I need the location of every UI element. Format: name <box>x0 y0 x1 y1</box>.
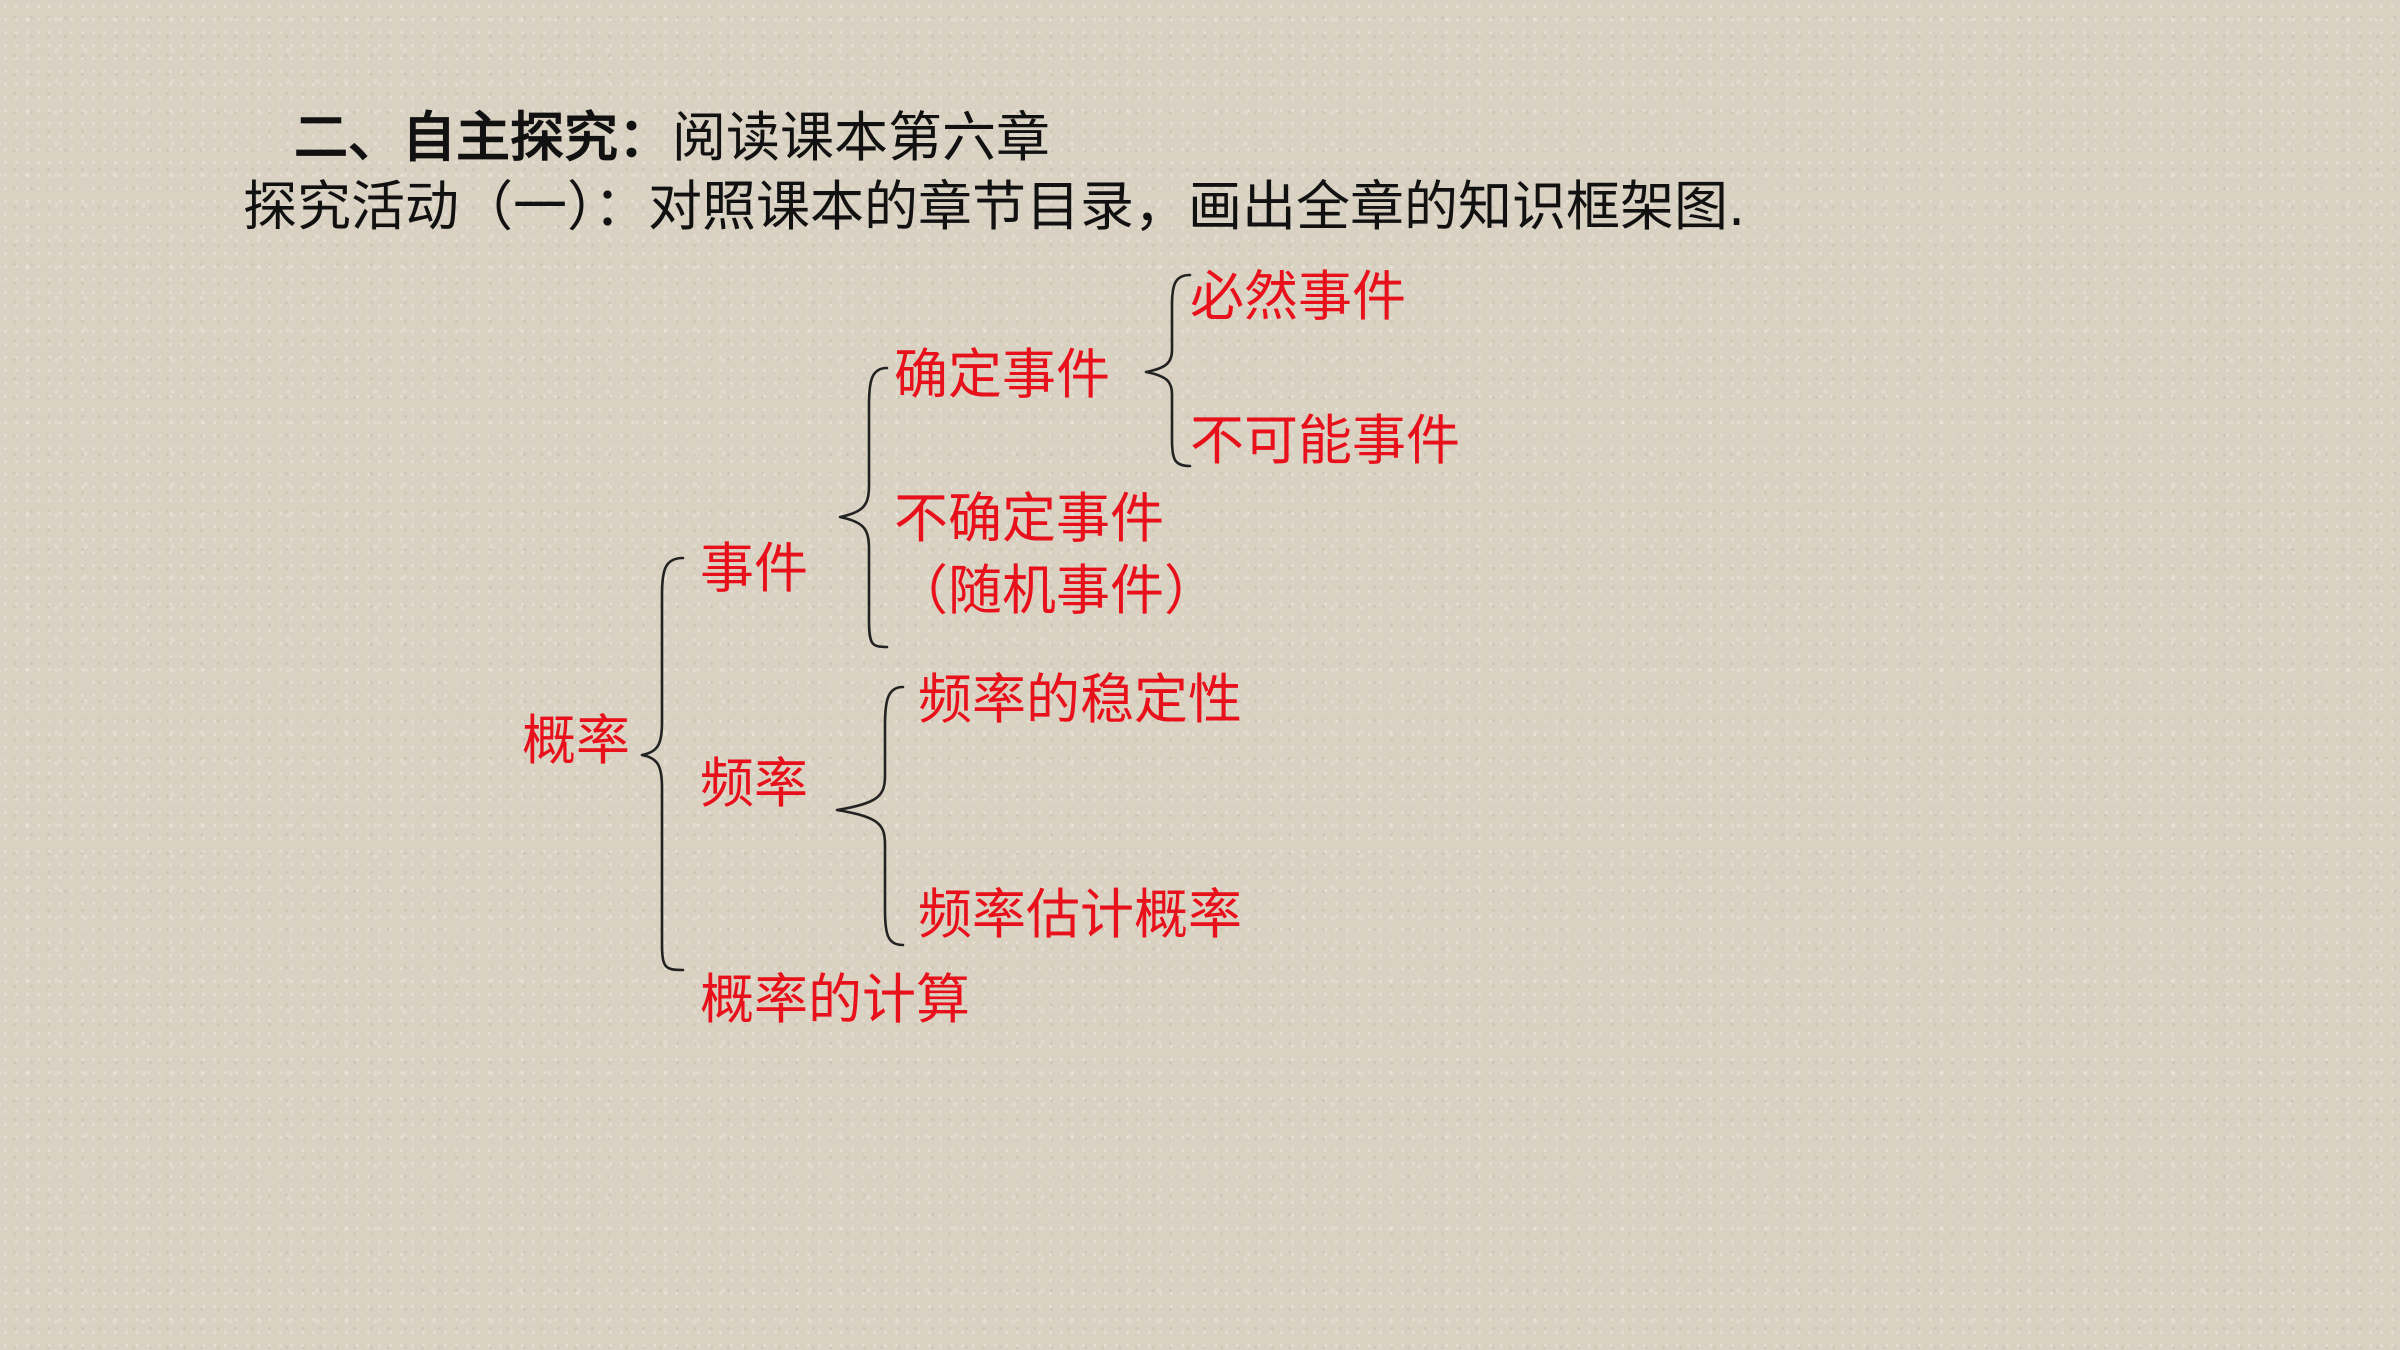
node-certain-event: 确定事件 <box>894 343 1110 406</box>
node-event: 事件 <box>700 537 808 600</box>
section-heading-rest: 阅读课本第六章 <box>672 106 1050 169</box>
node-probability-calculation: 概率的计算 <box>700 968 970 1031</box>
section-heading: 二、自主探究：阅读课本第六章 <box>294 111 1050 165</box>
brace-certain <box>1144 273 1192 468</box>
brace-root <box>640 556 685 972</box>
node-random-event: （随机事件） <box>894 559 1218 622</box>
section-heading-bold: 二、自主探究： <box>294 106 672 169</box>
node-inevitable-event: 必然事件 <box>1190 265 1406 328</box>
node-impossible-event: 不可能事件 <box>1190 409 1460 472</box>
node-uncertain-event: 不确定事件 <box>894 487 1164 550</box>
node-probability: 概率 <box>522 709 630 772</box>
activity-instruction: 探究活动（一）：对照课本的章节目录，画出全章的知识框架图. <box>243 175 1746 238</box>
brace-frequency <box>835 685 905 947</box>
node-frequency-stability: 频率的稳定性 <box>918 668 1242 731</box>
node-frequency-estimate: 频率估计概率 <box>918 883 1242 946</box>
brace-event <box>838 366 889 649</box>
node-frequency: 频率 <box>700 752 808 815</box>
